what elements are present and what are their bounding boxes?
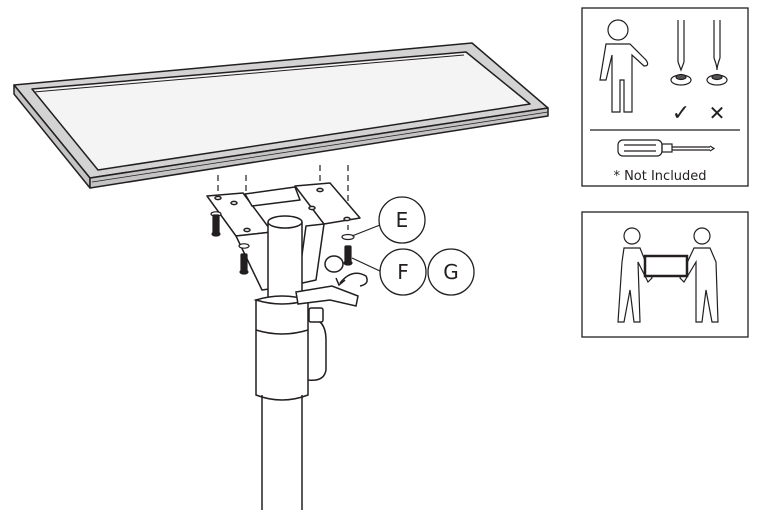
person-standing-icon: [599, 19, 649, 113]
svg-text:E: E: [396, 208, 409, 232]
screws: [210, 211, 355, 275]
pole: [253, 215, 359, 510]
not-included-note: * Not Included: [613, 169, 706, 184]
rotate-arrow-icon: [335, 272, 368, 287]
tools-panel: ✓ ✕ * Not Included: [581, 7, 749, 187]
callout-g: G: [427, 248, 475, 296]
flathead-screwdriver-icon: [706, 20, 728, 86]
callout-f: F: [379, 248, 427, 296]
leader-lines: [351, 224, 383, 273]
svg-text:F: F: [397, 260, 409, 284]
svg-text:G: G: [443, 260, 459, 284]
callout-e: E: [378, 196, 426, 244]
two-person-panel: [581, 211, 749, 338]
washer-e: [341, 233, 355, 241]
screwdriver-icon: [617, 139, 716, 157]
screw-f: [344, 245, 352, 263]
two-person-lift-icon: [617, 227, 719, 323]
panel: [13, 42, 549, 189]
check-mark-icon: ✓: [672, 101, 690, 126]
phillips-screwdriver-icon: [670, 20, 692, 86]
cross-mark-icon: ✕: [709, 101, 726, 125]
